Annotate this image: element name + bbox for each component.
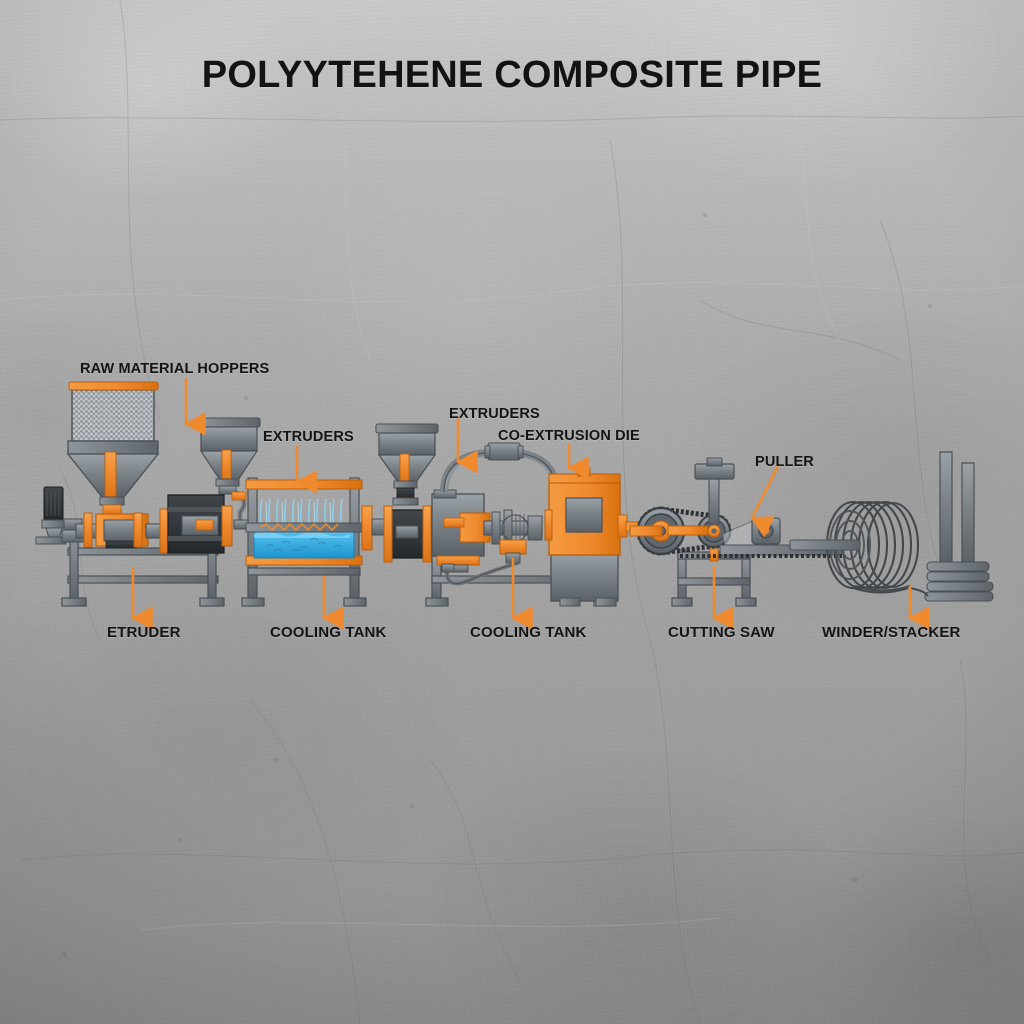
- machine-secondary-hopper[interactable]: [197, 417, 261, 530]
- machine-cooling-tank-2[interactable]: [375, 423, 617, 607]
- stacked-pipes: [924, 561, 994, 602]
- label-winder-stacker: WINDER/STACKER: [822, 624, 961, 641]
- machine-cutting-saw[interactable]: [629, 457, 843, 607]
- label-co-extrusion-die: CO-EXTRUSION DIE: [498, 428, 640, 444]
- machine-co-extrusion-die[interactable]: [544, 467, 649, 607]
- label-extruders-1: EXTRUDERS: [263, 429, 354, 445]
- label-raw-material-hoppers: RAW MATERIAL HOPPERS: [80, 361, 270, 377]
- extruder-barrel: [75, 508, 170, 554]
- machine-stacker[interactable]: [909, 451, 994, 602]
- raw-material-hopper[interactable]: [66, 381, 160, 515]
- label-cooling-tank-1: COOLING TANK: [270, 624, 387, 641]
- page-title: POLYYTEHENE COMPOSITE PIPE: [201, 54, 823, 96]
- arrow-puller: [750, 465, 780, 538]
- label-etruder: ETRUDER: [107, 624, 181, 641]
- screw-shaft: [483, 509, 543, 564]
- extruder-motor: [35, 486, 89, 545]
- label-cooling-tank-2: COOLING TANK: [470, 624, 587, 641]
- extruder-gearbox: [167, 494, 233, 554]
- callout-arrows: [130, 378, 930, 630]
- label-cutting-saw: CUTTING SAW: [668, 624, 775, 641]
- extruder2-body: [431, 489, 491, 573]
- machine-primary-extruder[interactable]: [35, 381, 233, 607]
- label-extruders-2: EXTRUDERS: [449, 406, 540, 422]
- extruder2-hopper[interactable]: [375, 423, 439, 506]
- machine-cooling-tank-1[interactable]: [241, 477, 389, 607]
- machine-winder[interactable]: [789, 500, 920, 594]
- water-bubbles: [265, 537, 343, 552]
- label-puller: PULLER: [755, 454, 814, 470]
